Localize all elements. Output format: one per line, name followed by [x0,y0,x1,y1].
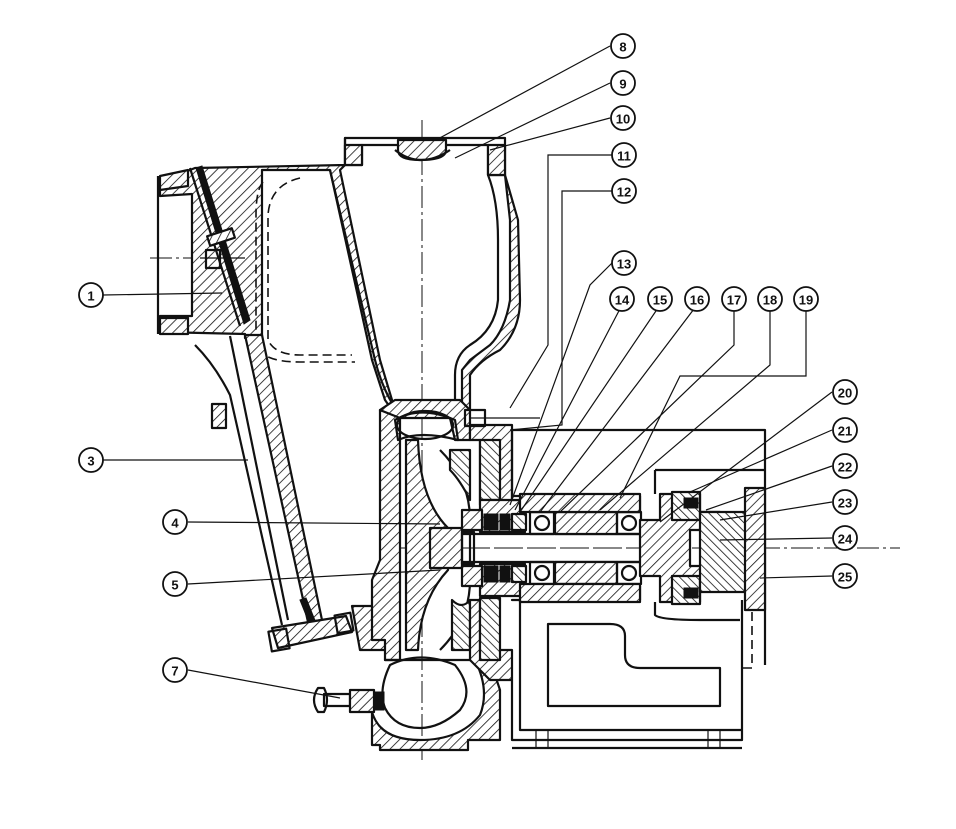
callout-4: 4 [162,509,188,535]
callout-8: 8 [610,33,636,59]
callout-label: 3 [87,454,94,469]
callout-label: 20 [838,386,852,401]
callout-16: 16 [684,286,710,312]
callout-19: 19 [793,286,819,312]
callout-1: 1 [78,282,104,308]
callout-label: 23 [838,496,852,511]
callout-label: 22 [838,460,852,475]
callout-label: 7 [171,664,178,679]
callout-22: 22 [832,453,858,479]
callout-18: 18 [757,286,783,312]
drain-bolt [312,686,385,714]
callout-17: 17 [721,286,747,312]
support-frame [512,600,753,750]
callout-label: 9 [619,77,626,92]
callout-10: 10 [610,105,636,131]
callout-25: 25 [832,563,858,589]
callout-label: 1 [87,289,94,304]
callout-label: 12 [617,185,631,200]
callout-15: 15 [647,286,673,312]
callout-13: 13 [611,250,637,276]
callout-label: 18 [763,293,777,308]
callout-label: 10 [616,112,630,127]
callout-label: 24 [838,532,853,547]
callout-label: 17 [727,293,741,308]
callout-label: 21 [838,424,852,439]
callout-label: 13 [617,257,631,272]
inclined-chute [194,333,392,653]
callout-9: 9 [610,70,636,96]
callout-20: 20 [832,379,858,405]
callout-14: 14 [609,286,635,312]
callout-label: 11 [617,149,631,164]
callout-3: 3 [78,447,104,473]
callout-5: 5 [162,571,188,597]
callout-label: 8 [619,40,626,55]
callout-label: 14 [615,293,630,308]
leader-lines [102,45,833,699]
callout-label: 19 [799,293,813,308]
callout-11: 11 [611,142,637,168]
callout-label: 4 [171,516,179,531]
callout-label: 15 [653,293,667,308]
callout-7: 7 [162,657,188,683]
callout-12: 12 [611,178,637,204]
callout-label: 25 [838,570,852,585]
seal-housing [460,498,528,598]
upper-casing [156,136,522,412]
pump-casing [370,398,540,752]
callout-label: 16 [690,293,704,308]
coupling [638,468,767,622]
callout-23: 23 [832,489,858,515]
callout-label: 5 [171,578,178,593]
callout-21: 21 [832,417,858,443]
inclined-cover-plate [188,165,251,327]
callout-24: 24 [832,525,858,551]
